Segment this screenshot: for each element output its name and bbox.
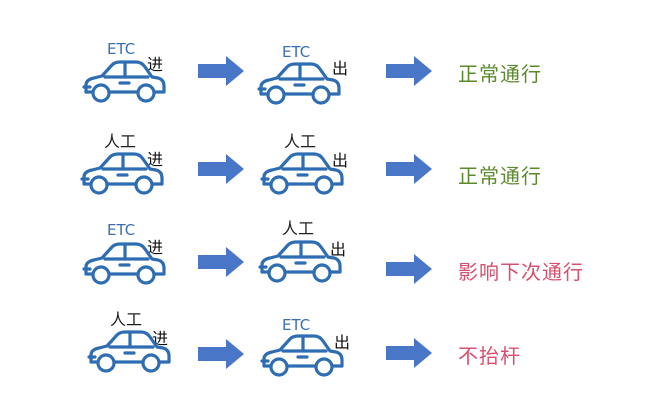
exit-word: 出 bbox=[332, 59, 349, 78]
car-icon bbox=[260, 152, 344, 195]
car-icon bbox=[258, 240, 342, 283]
entry-method-label: ETC bbox=[107, 40, 136, 58]
exit-method-label: 人工 bbox=[282, 219, 315, 238]
entry-word: 进 bbox=[147, 238, 164, 257]
car-icon bbox=[260, 334, 344, 377]
entry-method-label: ETC bbox=[107, 221, 136, 239]
entry-method-label: 人工 bbox=[104, 132, 137, 151]
arrow-right-icon bbox=[198, 154, 244, 184]
arrow-right-icon bbox=[198, 339, 244, 369]
exit-method-label: ETC bbox=[282, 316, 311, 334]
car-icon bbox=[257, 62, 341, 105]
car-icon bbox=[80, 152, 164, 195]
result-text: 不抬杆 bbox=[458, 344, 521, 368]
car-icon bbox=[87, 330, 171, 373]
exit-method-label: 人工 bbox=[284, 132, 317, 151]
entry-word: 进 bbox=[147, 150, 164, 169]
exit-word: 出 bbox=[330, 240, 347, 259]
entry-word: 进 bbox=[147, 55, 164, 74]
arrow-right-icon bbox=[198, 56, 244, 86]
exit-word: 出 bbox=[332, 151, 349, 170]
result-text: 正常通行 bbox=[458, 62, 542, 86]
arrow-right-icon bbox=[386, 338, 432, 368]
result-text: 正常通行 bbox=[458, 164, 542, 188]
exit-method-label: ETC bbox=[282, 43, 311, 61]
arrow-right-icon bbox=[386, 56, 432, 86]
arrow-right-icon bbox=[386, 254, 432, 284]
entry-method-label: 人工 bbox=[110, 310, 143, 329]
result-text: 影响下次通行 bbox=[458, 260, 584, 284]
arrow-right-icon bbox=[386, 154, 432, 184]
exit-word: 出 bbox=[334, 333, 351, 352]
car-icon bbox=[82, 60, 166, 103]
car-icon bbox=[82, 242, 166, 285]
arrow-right-icon bbox=[198, 247, 244, 277]
